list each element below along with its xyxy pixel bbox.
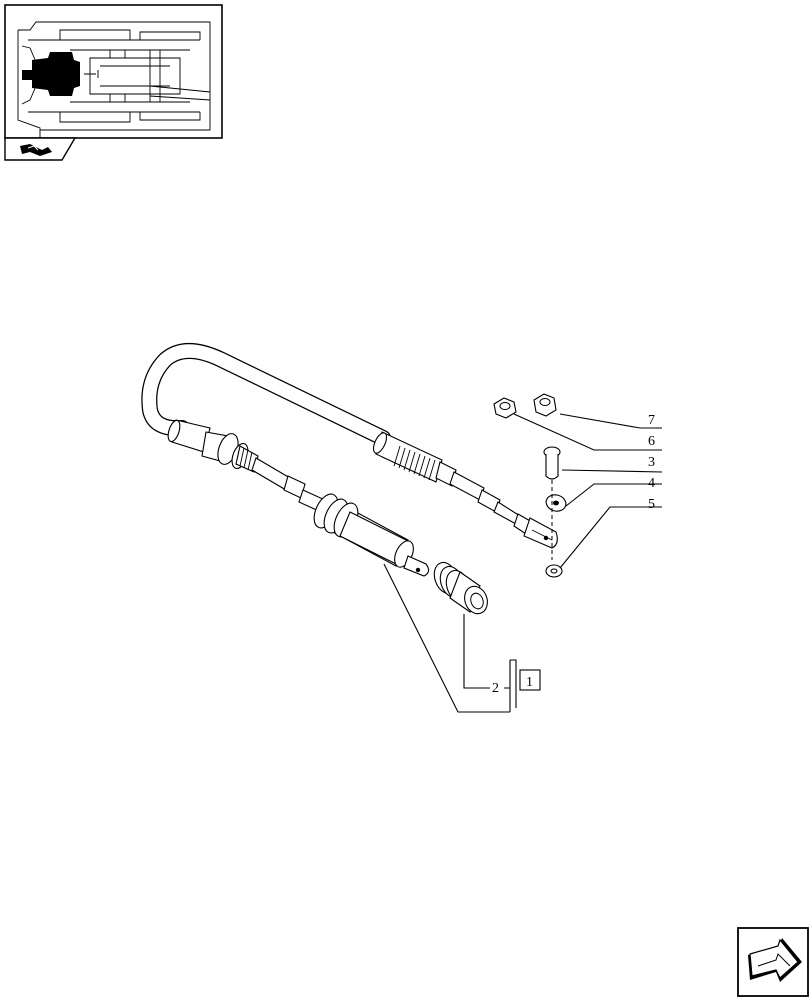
callout-7: 7 — [648, 413, 655, 428]
rubber-boot — [433, 561, 488, 615]
callout-5: 5 — [648, 497, 655, 512]
leader-lines — [383, 413, 663, 713]
nut-6 — [493, 397, 517, 419]
assembly-thumbnail[interactable] — [4, 4, 223, 139]
callout-6: 6 — [648, 434, 655, 449]
callout-4: 4 — [648, 476, 655, 491]
next-page-arrow-icon[interactable] — [737, 927, 809, 997]
cable-assembly — [141, 343, 558, 577]
clip-5 — [545, 564, 563, 578]
callout-2: 2 — [492, 681, 499, 696]
callout-3: 3 — [648, 455, 655, 470]
nut-7 — [533, 393, 557, 417]
ref-box-label: 1 — [526, 675, 533, 690]
washer-4 — [545, 494, 567, 512]
pin-3 — [543, 446, 561, 480]
ref-box-1[interactable]: 1 — [519, 669, 541, 691]
section-tab[interactable] — [4, 137, 77, 161]
